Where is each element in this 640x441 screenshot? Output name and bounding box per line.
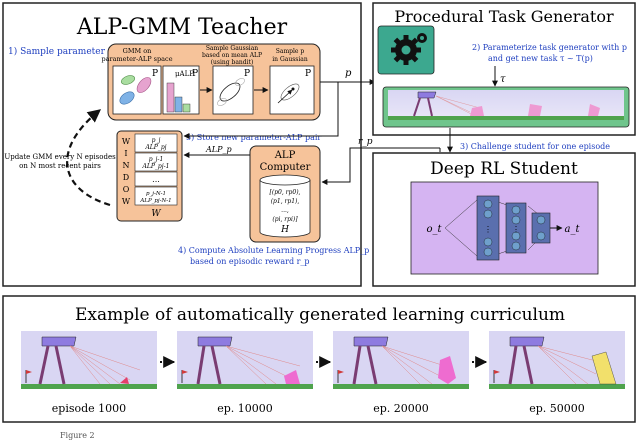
sample-arrow xyxy=(277,89,293,104)
alp-bar-3 xyxy=(182,103,191,113)
step1-label: 1) Sample parameter p xyxy=(8,46,114,57)
step3-label: 3) Challenge student for one episode xyxy=(460,142,610,151)
window-letter-1: W xyxy=(122,137,131,146)
update-note-line1: Update GMM every N episodes xyxy=(4,153,116,161)
episode-label-1: episode 1000 xyxy=(52,402,126,415)
alp-bar-2 xyxy=(174,96,183,113)
curriculum-title: Example of automatically generated learn… xyxy=(75,305,565,325)
window-cell-2 xyxy=(134,152,178,172)
update-gmm-dashed-arrow xyxy=(66,109,111,207)
gaussian-ellipse-highlight xyxy=(219,82,241,102)
window-cell-2-p: p_j-1 xyxy=(149,156,164,163)
alp-panel-label: P xyxy=(192,69,198,79)
window-cell-4-p: p_j-N-1 xyxy=(146,191,166,197)
sample-box-label-1: Sample p xyxy=(276,48,305,55)
gears-icon xyxy=(391,33,427,65)
history-line-2: (p1, rp1), xyxy=(271,198,300,205)
gmm-ellipse-pink xyxy=(136,77,152,93)
window-cell-2-alp: ALP_pj-1 xyxy=(142,163,170,170)
history-cylinder-top xyxy=(259,174,311,186)
sample-ellipse xyxy=(280,83,300,101)
history-symbol: H xyxy=(280,225,289,235)
window-cell-1-alp: ALP_pj xyxy=(144,144,166,151)
student-network-area xyxy=(410,181,599,275)
gaussian-box-label-2: based on mean ALP xyxy=(202,52,262,59)
window-letter-6: W xyxy=(122,197,131,206)
window-cell-3 xyxy=(134,171,178,187)
episode-label-4: ep. 50000 xyxy=(529,402,585,415)
curriculum-frames: episode 1000 ep. 10000 xyxy=(21,331,625,415)
label-p: p xyxy=(345,68,352,79)
window-letter-5: O xyxy=(123,185,130,194)
gaussian-box-label-1: Sample Gaussian xyxy=(206,45,258,52)
step5-label: 5) Store new parameter-ALP pair xyxy=(186,133,321,142)
svg-text:⋮: ⋮ xyxy=(484,225,492,234)
window-cell-3-dots: ... xyxy=(152,175,160,184)
sample-panel-label: P xyxy=(305,69,311,79)
gmm-box-label-2: parameter-ALP space xyxy=(101,55,172,63)
gaussian-ellipse-faint-2 xyxy=(217,98,227,106)
input-label: o_t xyxy=(426,224,442,235)
window-cell-1 xyxy=(134,133,178,153)
student-title: Deep RL Student xyxy=(430,159,578,179)
window-cell-4-alp: ALP_pj-N-1 xyxy=(139,198,171,204)
sample-point xyxy=(291,87,295,91)
step4-line1: 4) Compute Absolute Learning Progress AL… xyxy=(178,246,369,255)
step2-line1: 2) Parameterize task generator with p xyxy=(472,43,627,52)
alp-computer-title-2: Computer xyxy=(260,162,311,173)
episode-label-3: ep. 20000 xyxy=(373,402,429,415)
curriculum-frame-3 xyxy=(333,331,469,389)
label-alp-p: ALP_p xyxy=(205,145,232,154)
gmm-ellipse-green xyxy=(120,75,136,85)
episode-label-2: ep. 10000 xyxy=(217,402,273,415)
window-cell-4 xyxy=(134,186,178,206)
alp-bar-1 xyxy=(166,82,175,113)
gmm-ellipse-blue xyxy=(119,91,135,105)
history-cylinder xyxy=(259,180,311,238)
history-line-4: (pi, rpi)] xyxy=(272,216,298,223)
sample-box-label-2: in Gaussian xyxy=(272,56,308,63)
curriculum-frame-2 xyxy=(177,331,313,389)
gmm-box-label-1: GMM on xyxy=(123,47,152,55)
step4-line2: based on episodic reward r_p xyxy=(190,257,310,266)
alp-panel-axis: μALP xyxy=(175,70,194,78)
gaussian-panel-label: P xyxy=(244,69,250,79)
update-note-line2: on N most recent pairs xyxy=(19,162,101,170)
step2-line2: and get new task τ ~ T(p) xyxy=(488,54,593,63)
figure-caption: Figure 2 xyxy=(60,431,95,440)
generator-title: Procedural Task Generator xyxy=(394,7,614,26)
neural-network-icon: ⋮ ⋮ xyxy=(444,195,563,261)
svg-text:⋮: ⋮ xyxy=(512,225,520,234)
curriculum-frame-1 xyxy=(21,331,157,389)
gaussian-box-label-3: (using bandit) xyxy=(211,59,254,66)
arrow-p-to-window xyxy=(183,82,339,139)
history-line-1: [(p0, rp0), xyxy=(270,189,301,196)
history-line-3: ..., xyxy=(281,207,289,214)
window-symbol: W xyxy=(151,209,161,219)
teacher-title: ALP-GMM Teacher xyxy=(76,15,288,40)
output-label: a_t xyxy=(565,224,581,235)
alp-computer-title-1: ALP xyxy=(274,150,296,161)
window-letter-2: I xyxy=(124,149,127,158)
label-rp: r_p xyxy=(358,137,373,147)
gmm-panel-label: P xyxy=(152,69,158,79)
window-letter-4: D xyxy=(123,173,129,182)
curriculum-frame-4 xyxy=(489,331,625,389)
window-cell-1-p: p_j xyxy=(152,137,161,144)
arrow-reward-to-alp xyxy=(321,147,380,185)
gaussian-ellipse-faint-1 xyxy=(235,78,245,86)
label-tau: τ xyxy=(500,74,506,85)
window-letter-3: N xyxy=(123,161,130,170)
task-preview xyxy=(382,86,630,128)
